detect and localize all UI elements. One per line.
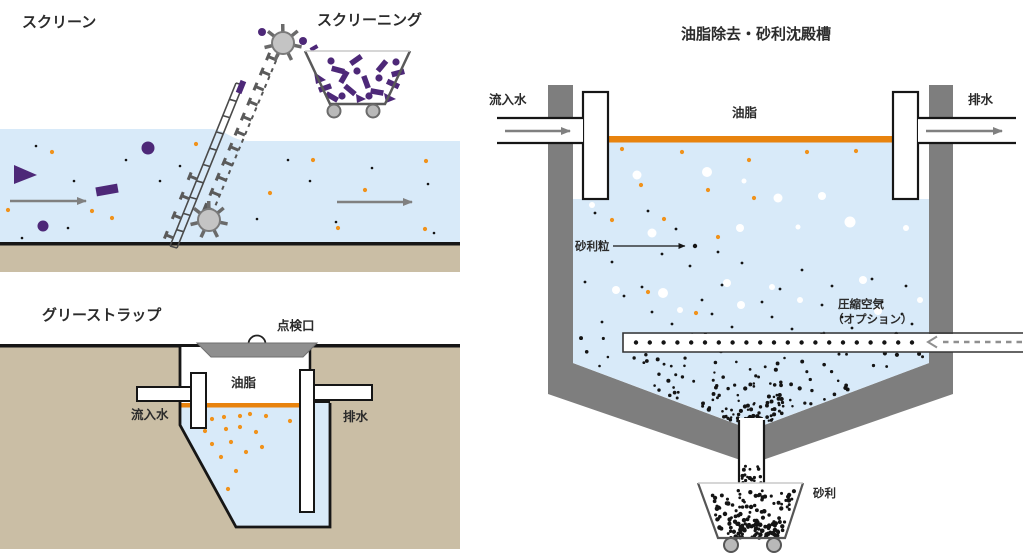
debris-piece <box>95 183 119 197</box>
cart-wheel <box>766 537 782 553</box>
screenings-cart <box>303 50 412 106</box>
debris-piece <box>385 78 401 90</box>
grease-trap-panel: グリーストラップ 点検口 油脂 流入水 排水 <box>0 306 460 549</box>
grease-trap-drain-label: 排水 <box>343 409 369 424</box>
channel-floor-line <box>0 242 460 246</box>
compressed-air-label-line1: 圧縮空気 <box>838 297 884 311</box>
grit-tank-grease-label: 油脂 <box>732 105 758 120</box>
grit-tank-panel: 油脂除去・砂利沈殿槽 流入水 排水 油脂 砂利粒 圧縮空気 （オプション） 砂利 <box>489 25 1023 553</box>
outlet-baffle <box>299 369 315 513</box>
sprocket-wheel <box>271 31 295 55</box>
sprocket-wheel <box>197 208 221 232</box>
debris-piece <box>317 83 333 93</box>
compressed-air-label-line2: （オプション） <box>832 312 913 326</box>
screen-panel-artwork <box>0 23 460 272</box>
tank-water <box>573 142 929 425</box>
grit-particle-label: 砂利粒 <box>575 239 610 253</box>
debris-piece <box>356 94 366 103</box>
debris-piece <box>324 91 340 103</box>
screen-title: スクリーン <box>22 14 96 31</box>
grit-cart <box>696 482 805 540</box>
grit-chute <box>739 418 764 484</box>
inlet-baffle <box>581 90 610 201</box>
air-diffuser-pipe <box>623 334 1023 352</box>
inspection-port-label: 点検口 <box>277 318 315 333</box>
trap-water <box>181 403 329 526</box>
grease-trap-grease-label: 油脂 <box>231 375 257 390</box>
compressed-air-arrowhead <box>926 335 938 349</box>
screen-water <box>0 129 460 242</box>
inlet-baffle <box>190 372 207 429</box>
debris-piece <box>235 79 247 95</box>
debris-piece <box>309 44 319 52</box>
debris-piece <box>343 83 357 97</box>
cart-wheel <box>365 103 381 119</box>
grit-label: 砂利 <box>813 486 836 500</box>
debris-piece <box>375 59 389 73</box>
grit-tank-artwork <box>497 85 1023 553</box>
inlet-pipe <box>136 386 193 402</box>
cart-wheel <box>326 103 342 119</box>
debris-piece <box>338 69 350 85</box>
channel-floor <box>0 245 460 272</box>
grit-tank-title: 油脂除去・砂利沈殿槽 <box>681 25 831 43</box>
grease-trap-title: グリーストラップ <box>42 306 162 324</box>
cart-wheel <box>723 537 739 553</box>
debris-piece <box>370 88 384 96</box>
screen-panel: スクリーン スクリーニング <box>0 11 460 272</box>
grit-tank-drain-label: 排水 <box>968 92 994 107</box>
outlet-baffle <box>891 90 920 201</box>
grit-tank-inflow-label: 流入水 <box>489 92 527 107</box>
debris-piece <box>361 74 371 90</box>
grease-layer <box>608 136 893 143</box>
rake-chain <box>208 43 284 222</box>
grease-trap-artwork <box>0 334 460 549</box>
grease-trap-inflow-label: 流入水 <box>131 407 169 422</box>
screenings-label: スクリーニング <box>317 11 422 29</box>
debris-piece <box>331 65 345 75</box>
grease-layer <box>181 403 300 408</box>
debris-piece <box>14 165 37 184</box>
inspection-lid <box>195 342 319 358</box>
debris-piece <box>349 54 363 66</box>
